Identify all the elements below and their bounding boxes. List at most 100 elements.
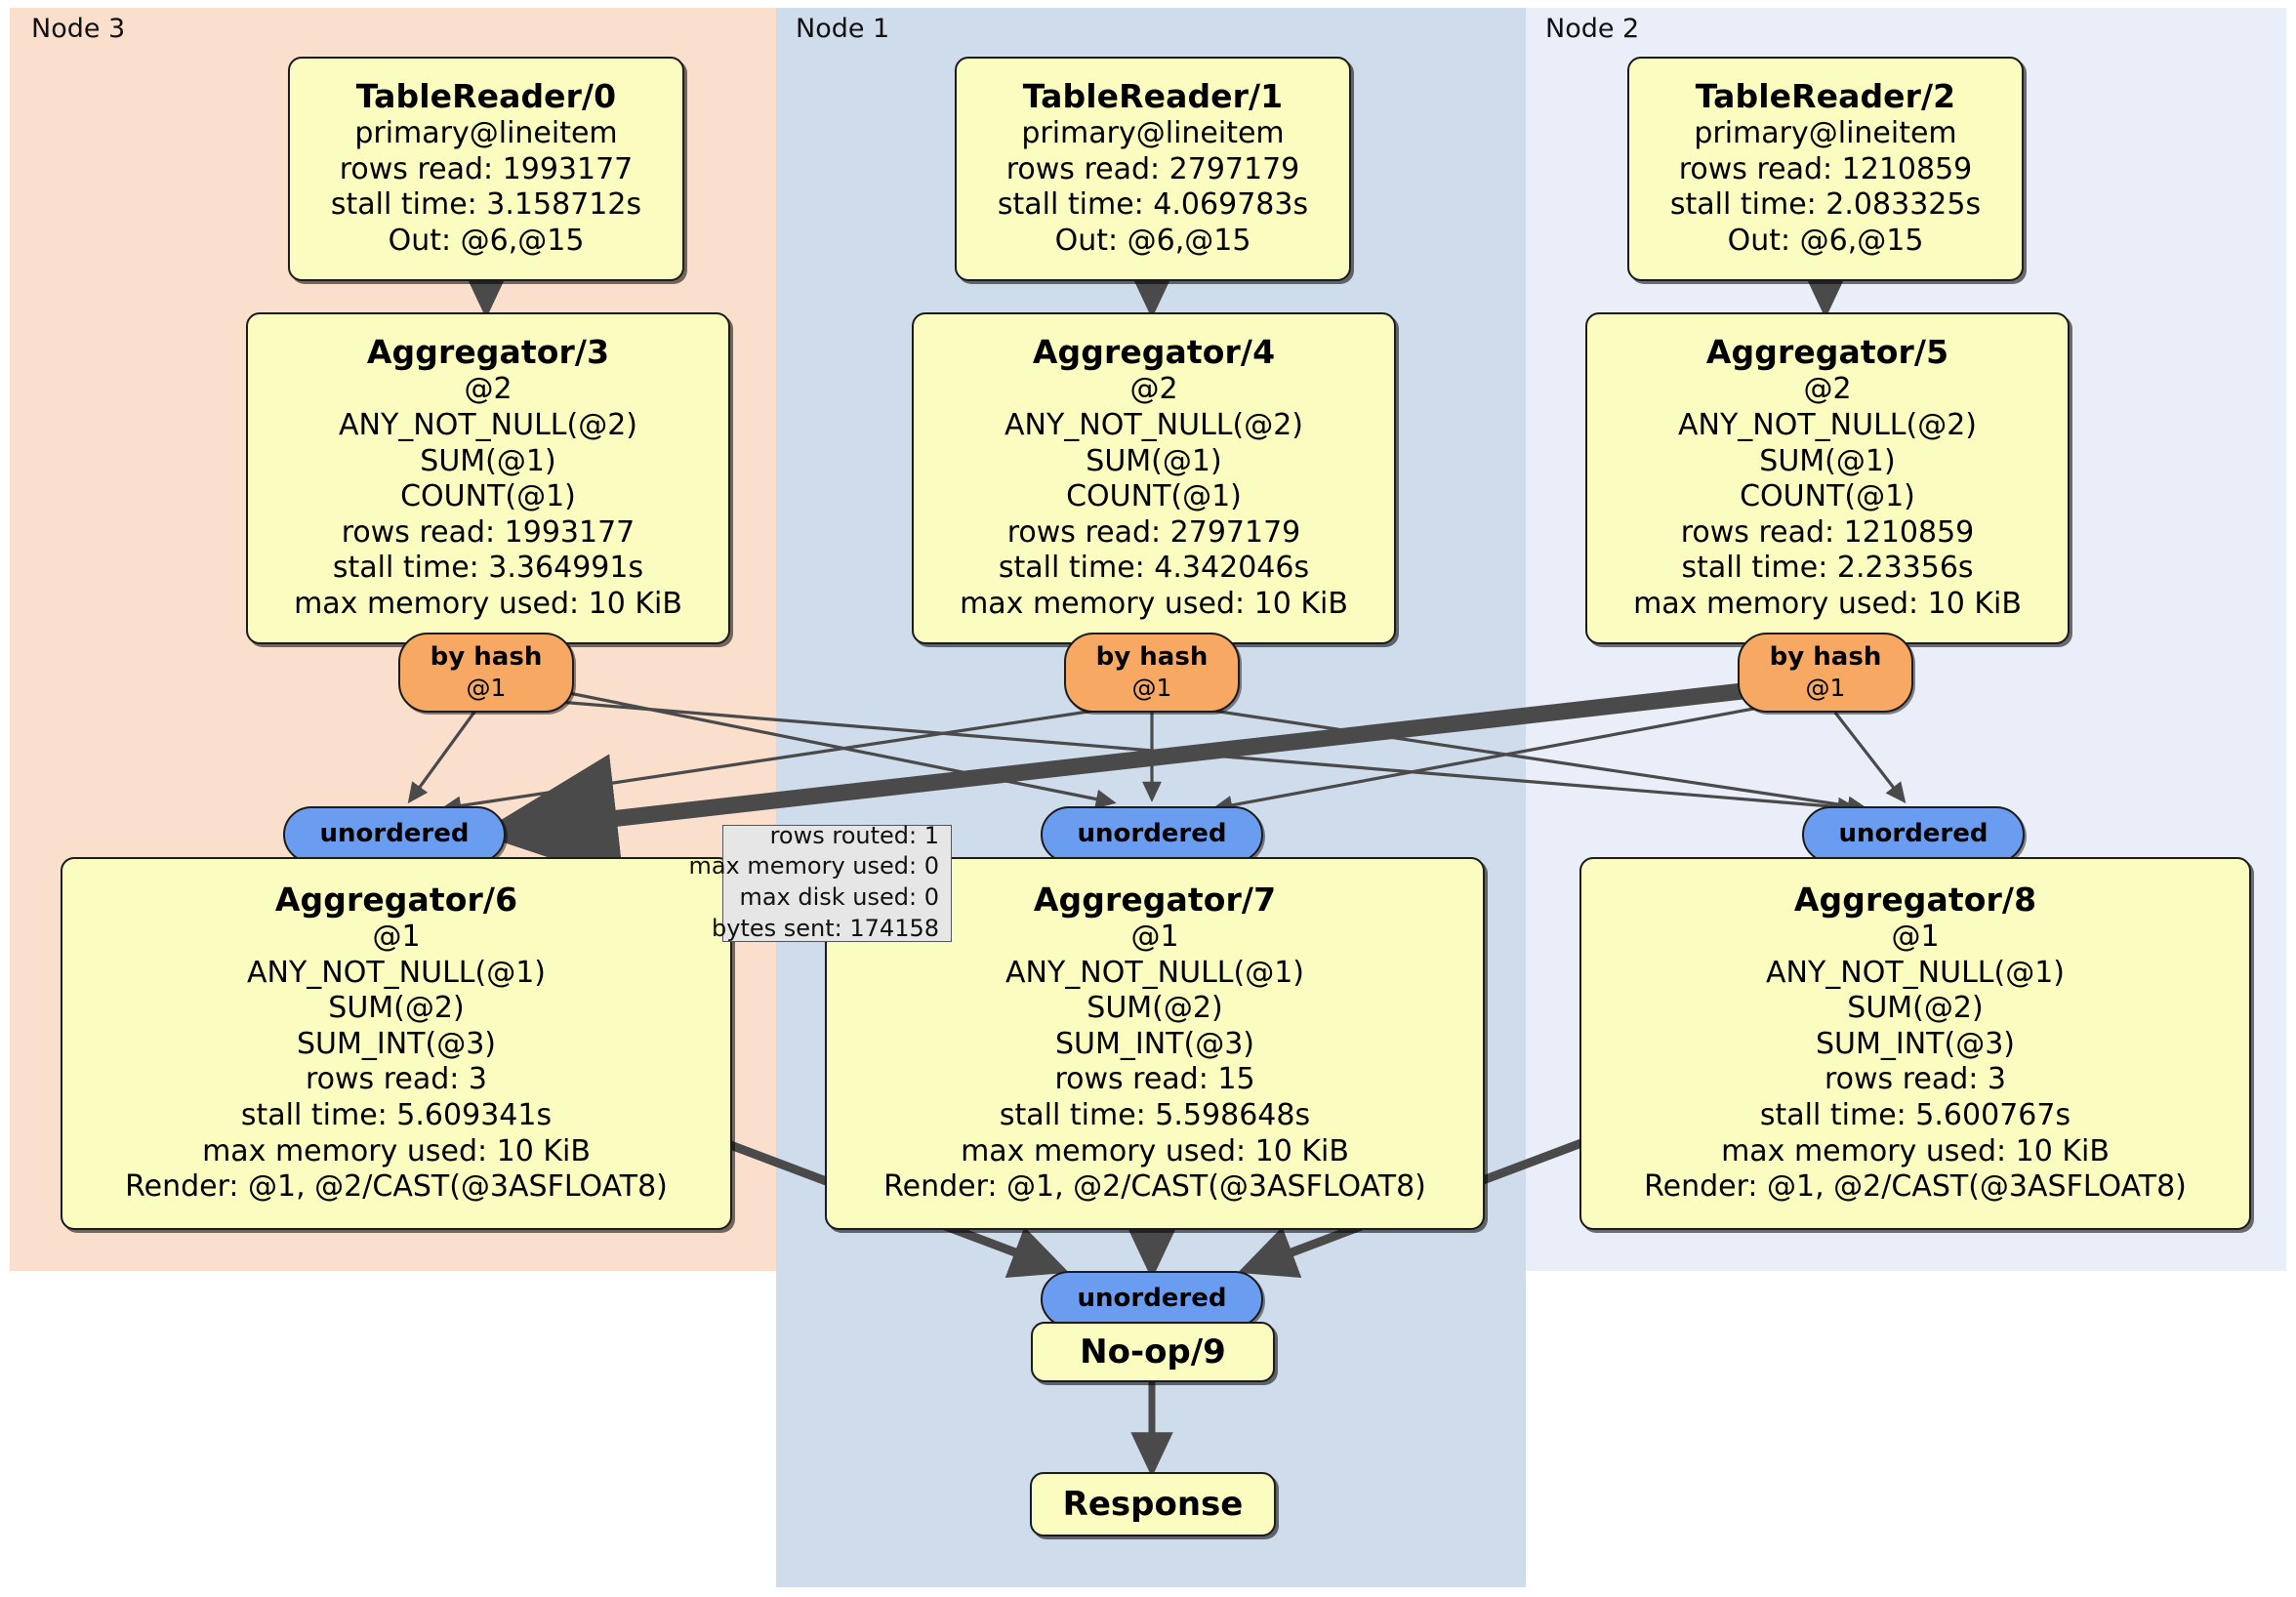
operator-detail: SUM(@1): [1086, 443, 1222, 478]
operator-title: Aggregator/4: [1032, 333, 1276, 372]
operator-render-detail: Render: @1, @2/CAST(@3ASFLOAT8): [125, 1169, 668, 1205]
operator-detail: SUM_INT(@3): [1055, 1026, 1254, 1061]
operator-title: Aggregator/3: [366, 333, 610, 372]
operator-detail: @2: [1129, 372, 1178, 407]
operator-table-reader-0[interactable]: TableReader/0 primary@lineitem rows read…: [288, 57, 684, 281]
operator-detail: SUM(@2): [1086, 991, 1223, 1026]
operator-detail: primary@lineitem: [1021, 116, 1285, 151]
tooltip-max-disk-used: max disk used: 0: [739, 883, 939, 911]
cluster-label-node3: Node 3: [31, 14, 126, 44]
hash-router-aggregator-5[interactable]: by hash @1: [1738, 633, 1913, 713]
cluster-label-node2: Node 2: [1545, 14, 1640, 44]
operator-aggregator-6[interactable]: Aggregator/6 @1 ANY_NOT_NULL(@1) SUM(@2)…: [61, 857, 732, 1230]
tooltip-rows-routed: rows routed: 1: [769, 821, 939, 849]
synchronizer-label: unordered: [319, 819, 470, 849]
operator-detail: stall time: 5.609341s: [240, 1098, 553, 1133]
operator-response[interactable]: Response: [1030, 1472, 1276, 1536]
hash-router-column: @1: [1131, 673, 1172, 702]
operator-detail: rows read: 1993177: [341, 514, 636, 550]
hash-router-column: @1: [466, 673, 507, 702]
operator-detail: rows read: 15: [1054, 1062, 1255, 1097]
operator-detail: rows read: 3: [1824, 1062, 2007, 1097]
operator-aggregator-3[interactable]: Aggregator/3 @2 ANY_NOT_NULL(@2) SUM(@1)…: [246, 312, 730, 644]
operator-detail: rows read: 2797179: [1005, 151, 1300, 186]
operator-aggregator-4[interactable]: Aggregator/4 @2 ANY_NOT_NULL(@2) SUM(@1)…: [912, 312, 1396, 644]
operator-detail: Out: @6,@15: [1054, 224, 1251, 259]
hash-router-label: by hash: [1769, 642, 1882, 673]
operator-detail: stall time: 4.069783s: [997, 187, 1309, 223]
operator-detail: rows read: 1993177: [339, 151, 634, 186]
synchronizer-unordered-aggregator-6[interactable]: unordered: [283, 806, 506, 863]
operator-detail: @2: [464, 372, 512, 407]
hash-router-aggregator-4[interactable]: by hash @1: [1064, 633, 1240, 713]
operator-detail: SUM(@1): [420, 443, 556, 478]
operator-detail: ANY_NOT_NULL(@2): [1004, 407, 1303, 442]
hash-router-label: by hash: [1095, 642, 1209, 673]
operator-detail: primary@lineitem: [1694, 116, 1957, 151]
tooltip-max-memory-used: max memory used: 0: [688, 852, 939, 880]
operator-detail: stall time: 2.083325s: [1669, 187, 1982, 223]
operator-title: TableReader/1: [1022, 77, 1284, 116]
operator-detail: rows read: 1210859: [1678, 151, 1973, 186]
synchronizer-label: unordered: [1077, 819, 1227, 849]
operator-table-reader-1[interactable]: TableReader/1 primary@lineitem rows read…: [955, 57, 1351, 281]
operator-detail: max memory used: 10 KiB: [202, 1133, 591, 1168]
operator-detail: Out: @6,@15: [1727, 224, 1924, 259]
operator-detail: @1: [1130, 920, 1179, 955]
operator-detail: SUM_INT(@3): [297, 1026, 496, 1061]
operator-detail: stall time: 3.364991s: [332, 551, 644, 586]
operator-aggregator-5[interactable]: Aggregator/5 @2 ANY_NOT_NULL(@2) SUM(@1)…: [1585, 312, 2070, 644]
synchronizer-label: unordered: [1838, 819, 1988, 849]
synchronizer-unordered-aggregator-7[interactable]: unordered: [1041, 806, 1263, 863]
operator-detail: rows read: 1210859: [1680, 514, 1975, 550]
hash-router-column: @1: [1805, 673, 1846, 702]
operator-no-op-9[interactable]: No-op/9: [1031, 1322, 1275, 1382]
synchronizer-unordered-aggregator-8[interactable]: unordered: [1802, 806, 2025, 863]
operator-detail: max memory used: 10 KiB: [960, 586, 1348, 621]
operator-detail: stall time: 5.598648s: [999, 1098, 1311, 1133]
operator-detail: ANY_NOT_NULL(@2): [1678, 407, 1977, 442]
edge-stats-tooltip: rows routed: 1 max memory used: 0 max di…: [688, 822, 952, 942]
operator-render-detail: Render: @1, @2/CAST(@3ASFLOAT8): [1644, 1169, 2187, 1205]
operator-title: Aggregator/5: [1705, 333, 1949, 372]
operator-detail: Out: @6,@15: [388, 224, 585, 259]
operator-detail: stall time: 3.158712s: [330, 187, 642, 223]
operator-detail: ANY_NOT_NULL(@1): [247, 955, 546, 990]
operator-detail: @1: [372, 920, 421, 955]
cluster-label-node1: Node 1: [796, 14, 890, 44]
operator-detail: SUM(@2): [328, 991, 465, 1026]
operator-detail: ANY_NOT_NULL(@1): [1005, 955, 1304, 990]
operator-aggregator-8[interactable]: Aggregator/8 @1 ANY_NOT_NULL(@1) SUM(@2)…: [1579, 857, 2251, 1230]
operator-detail: stall time: 2.23356s: [1681, 551, 1974, 586]
operator-detail: primary@lineitem: [354, 116, 618, 151]
operator-detail: stall time: 4.342046s: [998, 551, 1310, 586]
tooltip-bytes-sent: bytes sent: 174158: [712, 914, 939, 942]
operator-detail: max memory used: 10 KiB: [294, 586, 682, 621]
operator-detail: COUNT(@1): [1066, 479, 1242, 514]
operator-title: Aggregator/7: [1033, 880, 1277, 920]
operator-detail: SUM(@2): [1847, 991, 1984, 1026]
operator-title: No-op/9: [1080, 1332, 1226, 1372]
operator-title: Aggregator/6: [274, 880, 518, 920]
operator-detail: ANY_NOT_NULL(@1): [1766, 955, 2065, 990]
hash-router-label: by hash: [430, 642, 543, 673]
operator-detail: SUM(@1): [1759, 443, 1896, 478]
operator-detail: @2: [1803, 372, 1852, 407]
operator-detail: @1: [1891, 920, 1940, 955]
operator-title: Aggregator/8: [1793, 880, 2037, 920]
operator-detail: max memory used: 10 KiB: [1721, 1133, 2110, 1168]
operator-table-reader-2[interactable]: TableReader/2 primary@lineitem rows read…: [1627, 57, 2024, 281]
operator-detail: COUNT(@1): [1740, 479, 1915, 514]
operator-detail: max memory used: 10 KiB: [1633, 586, 2022, 621]
synchronizer-unordered-final[interactable]: unordered: [1041, 1271, 1263, 1328]
operator-detail: stall time: 5.600767s: [1759, 1098, 2071, 1133]
operator-detail: rows read: 3: [305, 1062, 488, 1097]
operator-title: Response: [1062, 1485, 1244, 1524]
hash-router-aggregator-3[interactable]: by hash @1: [398, 633, 574, 713]
operator-title: TableReader/2: [1695, 77, 1956, 116]
operator-detail: rows read: 2797179: [1006, 514, 1301, 550]
operator-title: TableReader/0: [355, 77, 617, 116]
operator-detail: max memory used: 10 KiB: [961, 1133, 1349, 1168]
synchronizer-label: unordered: [1077, 1284, 1227, 1314]
